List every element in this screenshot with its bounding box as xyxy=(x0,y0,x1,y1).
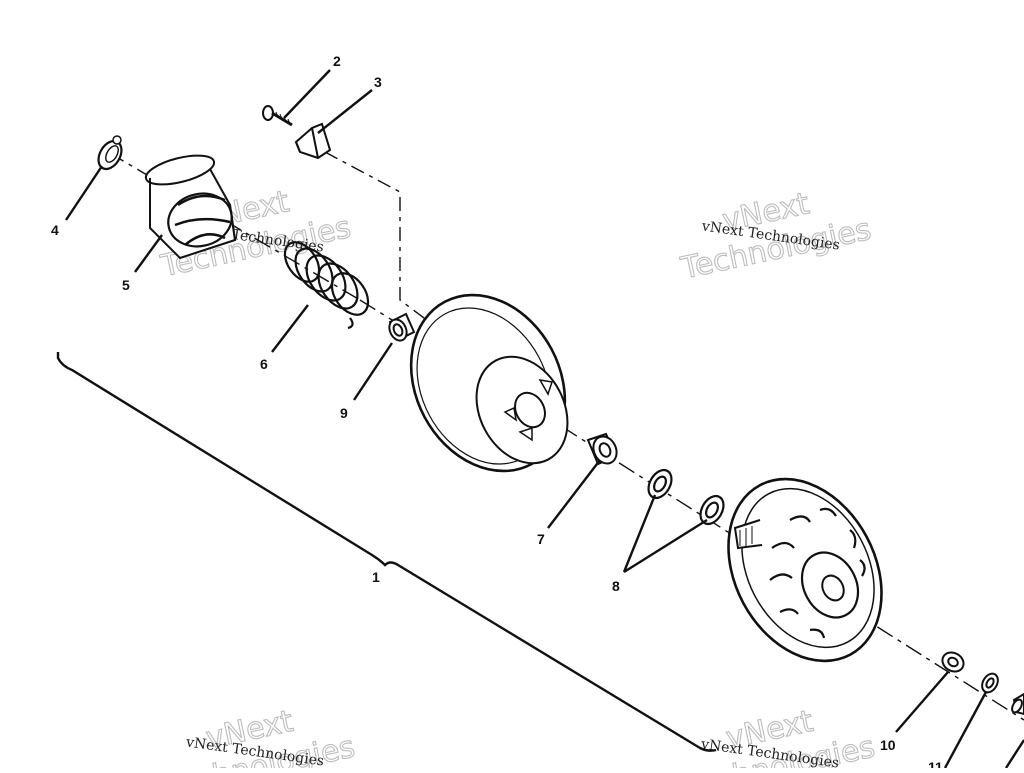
part-4-retaining-ring xyxy=(97,135,123,171)
part-7-bushing xyxy=(586,432,618,466)
part-3-slider-button xyxy=(294,122,332,160)
part-bolt xyxy=(1011,692,1024,716)
callout-8: 8 xyxy=(612,578,620,594)
callout-9: 9 xyxy=(340,405,348,421)
part-11-lock-washer xyxy=(981,672,999,694)
callout-4: 4 xyxy=(51,222,59,238)
part-2-screw xyxy=(262,105,293,127)
callout-6: 6 xyxy=(260,356,268,372)
part-5-cam xyxy=(144,154,237,260)
callout-1: 1 xyxy=(372,569,380,585)
part-movable-sheave xyxy=(409,293,569,473)
callout-11: 11 xyxy=(928,759,943,768)
callout-2: 2 xyxy=(333,53,341,69)
callout-3: 3 xyxy=(374,74,382,90)
assembly-bracket xyxy=(56,352,717,752)
part-fixed-sheave xyxy=(727,477,883,663)
callout-5: 5 xyxy=(122,277,130,293)
part-6-spring xyxy=(283,241,370,330)
callout-10: 10 xyxy=(880,737,896,753)
leader-lines xyxy=(65,69,1024,769)
part-10-washer xyxy=(941,651,965,673)
part-9-bushing xyxy=(388,312,416,342)
callout-7: 7 xyxy=(537,531,545,547)
part-8-washers xyxy=(647,468,725,526)
